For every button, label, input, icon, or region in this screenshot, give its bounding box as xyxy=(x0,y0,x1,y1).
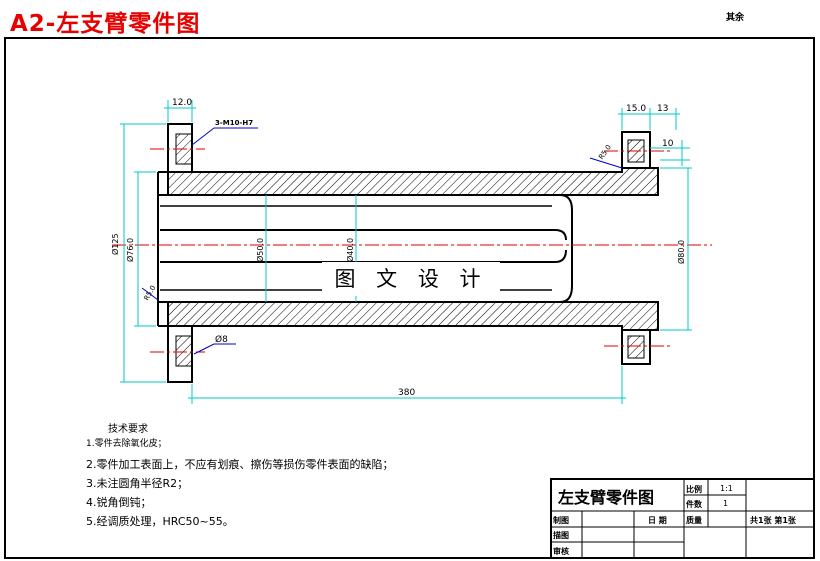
dim-flange-right: 15.0 xyxy=(626,104,646,114)
quantity-label: 件数 xyxy=(686,500,702,509)
dim-diameter-76: Ø76.0 xyxy=(125,238,135,262)
dim-bore-b: Ø40.0 xyxy=(345,238,355,262)
scale-label: 比例 xyxy=(686,485,702,494)
inner-bore-lower xyxy=(160,229,567,263)
dim-flange-left: 12.0 xyxy=(172,98,192,108)
drawing-title: A2-左支臂零件图 xyxy=(10,11,201,37)
centerlines xyxy=(112,148,712,353)
requirement-item-2: 2.零件加工表面上，不应有划痕、擦伤等损伤零件表面的缺陷； xyxy=(86,458,394,471)
inner-bore-upper xyxy=(158,194,573,303)
dim-right-height: 10 xyxy=(662,139,674,149)
upper-wall-section xyxy=(167,167,659,196)
dim-right-edge: 13 xyxy=(657,104,668,114)
watermark-text: 图 文 设 计 xyxy=(322,262,500,296)
title-block-part-name: 左支臂零件图 xyxy=(558,488,655,507)
title-block xyxy=(550,478,815,559)
scale-value: 1:1 xyxy=(720,484,733,493)
dim-bore-a: Ø50.0 xyxy=(255,238,265,262)
inner-corner-radius: R5.0 xyxy=(143,284,158,302)
lower-wall-section xyxy=(167,301,659,331)
thread-callout: 3-M10-H7 xyxy=(215,119,253,127)
date-label: 日 期 xyxy=(648,516,667,525)
requirement-item-1: 1.零件去除氧化皮； xyxy=(86,439,167,449)
border-frame xyxy=(4,37,815,559)
quantity-value: 1 xyxy=(723,499,729,508)
requirements-heading: 技术要求 xyxy=(108,424,148,435)
dim-diameter-125: Ø125 xyxy=(110,233,120,255)
requirement-item-5: 5.经调质处理，HRC50~55。 xyxy=(86,515,234,528)
traced-by-label: 描图 xyxy=(553,531,569,540)
requirement-item-4: 4.锐角倒钝； xyxy=(86,496,152,509)
leader-lines xyxy=(141,127,623,355)
reviewed-by-label: 审核 xyxy=(553,547,569,556)
chamfer-note: R5.0 xyxy=(597,143,613,161)
dim-length: 380 xyxy=(398,388,415,398)
sheet-count-label: 共1张 第1张 xyxy=(750,516,796,525)
mass-label: 质量 xyxy=(686,516,702,525)
hole-diameter: Ø8 xyxy=(215,334,228,345)
drawn-by-label: 制图 xyxy=(553,516,569,525)
requirement-item-3: 3.未注圆角半径R2； xyxy=(86,477,189,490)
dim-diameter-80: Ø80.0 xyxy=(676,240,686,264)
surface-finish-note: 其余 xyxy=(726,13,745,23)
left-bolt-hole-bottom xyxy=(175,335,193,367)
dimension-lines xyxy=(120,100,692,404)
